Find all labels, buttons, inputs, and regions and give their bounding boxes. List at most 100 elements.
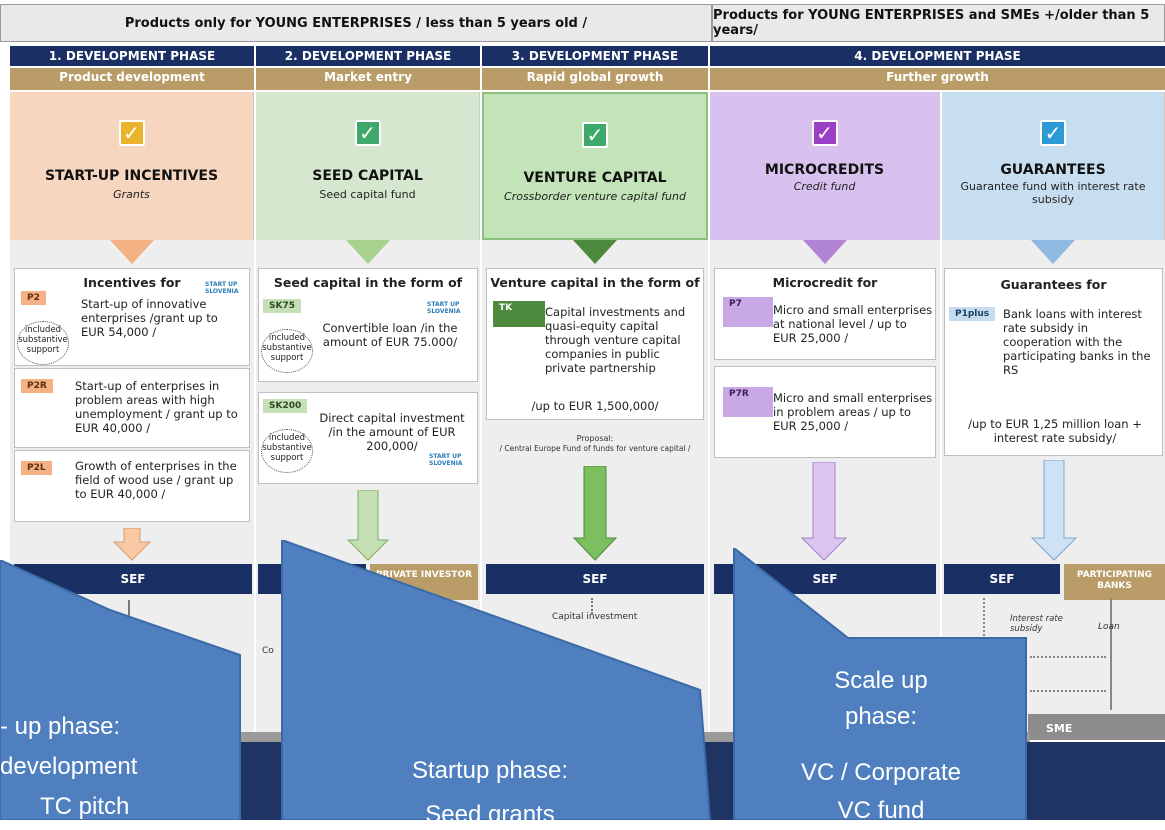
callout-right-line4: VC fund [837, 797, 925, 824]
checkbox-icon: ✓ [582, 122, 608, 148]
callout-left-line1: - up phase: [0, 713, 121, 740]
callout-right-line2: phase: [844, 703, 918, 730]
guarantees-box-p1plus: Guarantees for P1plus Bank loans with in… [944, 268, 1163, 456]
product-description: Growth of enterprises in the field of wo… [75, 459, 237, 501]
code-badge: SK75 [263, 299, 301, 313]
callout-middle-line2: Seed grants [425, 801, 555, 828]
product-description: Direct capital investment /in the amount… [319, 411, 465, 453]
interest-rate-label: Interest rate subsidy [1010, 614, 1063, 634]
callout-right-line3: VC / Corporate [800, 759, 962, 786]
sef-label: SEF [944, 564, 1060, 594]
startup-slovenia-logo: START UP SLOVENIA [429, 453, 463, 467]
substantive-support-badge: included substantive support [261, 329, 313, 373]
product-startup-incentives: ✓ START-UP INCENTIVES Grants [10, 92, 254, 240]
phase-2-sub: Market entry [256, 68, 480, 90]
callout-shape-middle [281, 540, 712, 820]
incentives-box-p2l: P2L Growth of enterprises in the field o… [14, 450, 250, 522]
checkbox-icon: ✓ [1040, 120, 1066, 146]
phase-2-label: 2. DEVELOPMENT PHASE [256, 46, 480, 66]
down-arrow-icon [1031, 240, 1075, 264]
seed-box-sk75: Seed capital in the form of START UP SLO… [258, 268, 478, 382]
product-description: Bank loans with interest rate subsidy in… [1003, 307, 1151, 377]
phase-4-label: 4. DEVELOPMENT PHASE [710, 46, 1165, 66]
down-arrow-icon [110, 240, 154, 264]
flow-line [591, 598, 593, 614]
checkbox-icon: ✓ [118, 120, 145, 146]
down-arrow-icon [572, 466, 618, 561]
flow-line [1030, 690, 1106, 692]
product-description: Start-up of innovative enterprises /gran… [81, 297, 218, 339]
code-badge: P2L [21, 461, 52, 475]
down-arrow-icon [800, 462, 848, 561]
product-venture-capital: ✓ VENTURE CAPITAL Crossborder venture ca… [482, 92, 708, 240]
callout-right-line1: Scale up [834, 667, 928, 694]
box-title: Incentives for [83, 275, 181, 290]
flow-line [1030, 656, 1106, 658]
venture-box-tk: Venture capital in the form of TK Capita… [486, 268, 704, 420]
product-subtitle: Seed capital fund [319, 188, 416, 201]
phase-1-label: 1. DEVELOPMENT PHASE [10, 46, 254, 66]
product-title: SEED CAPITAL [312, 168, 423, 184]
micro-box-p7r: P7R Micro and small enterprises in probl… [714, 366, 936, 458]
product-description: Micro and small enterprises in problem a… [773, 391, 933, 433]
incentives-box-p2: Incentives for START UP SLOVENIA P2 Star… [14, 268, 250, 366]
loan-label: Loan [1098, 622, 1120, 632]
code-badge: TK [493, 301, 545, 327]
incentives-box-p2r: P2R Start-up of enterprises in problem a… [14, 368, 250, 448]
callout-left-line3: TC pitch [40, 793, 130, 820]
proposal-text: / Central Europe Fund of funds for ventu… [499, 444, 691, 453]
startup-slovenia-logo: START UP SLOVENIA [205, 281, 239, 295]
code-badge: SK200 [263, 399, 308, 413]
micro-box-p7: Microcredit for P7 Micro and small enter… [714, 268, 936, 360]
product-description: Micro and small enterprises at national … [773, 303, 933, 345]
header-young-and-smes: Products for YOUNG ENTERPRISES and SMEs … [712, 4, 1165, 42]
header-young-enterprises: Products only for YOUNG ENTERPRISES / le… [0, 4, 712, 42]
product-title: GUARANTEES [1000, 162, 1106, 178]
startup-slovenia-logo: START UP SLOVENIA [427, 301, 461, 315]
checkbox-icon: ✓ [354, 120, 381, 146]
amount-label: /up to EUR 1,500,000/ [531, 399, 659, 413]
product-microcredits: ✓ MICROCREDITS Credit fund [710, 92, 940, 240]
code-badge: P7R [723, 387, 773, 417]
seed-box-sk200: SK200 Direct capital investment /in the … [258, 392, 478, 484]
product-subtitle: Credit fund [793, 180, 856, 193]
phase-3-sub: Rapid global growth [482, 68, 708, 90]
code-badge: P1plus [949, 307, 996, 321]
product-guarantees: ✓ GUARANTEES Guarantee fund with interes… [942, 92, 1165, 240]
down-arrow-icon [573, 240, 617, 264]
callout-shape-right [733, 548, 1027, 820]
checkbox-icon: ✓ [811, 120, 838, 146]
down-arrow-icon [346, 490, 390, 561]
product-subtitle: Grants [113, 188, 150, 201]
phase-1-sub: Product development [10, 68, 254, 90]
product-subtitle: Guarantee fund with interest rate subsid… [960, 180, 1146, 206]
down-arrow-icon [112, 528, 152, 561]
amount-label: /up to EUR 1,25 million loan + interest … [968, 417, 1142, 445]
product-title: MICROCREDITS [764, 162, 885, 178]
code-badge: P7 [723, 297, 773, 327]
down-arrow-icon [803, 240, 847, 264]
box-title: Seed capital in the form of [273, 275, 463, 290]
box-title: Guarantees for [1000, 277, 1107, 292]
product-description: Convertible loan /in the amount of EUR 7… [322, 321, 458, 349]
sef-label: SEF [486, 564, 704, 594]
sme-label: SME [1046, 722, 1073, 735]
sme-bar [1028, 714, 1165, 740]
product-seed-capital: ✓ SEED CAPITAL Seed capital fund [256, 92, 480, 240]
box-title: Venture capital in the form of [490, 275, 700, 290]
capital-investment-label: Capital investment [552, 612, 638, 622]
code-badge: P2 [21, 291, 46, 305]
callout-left-line2: development [0, 753, 138, 780]
product-description: Capital investments and quasi-equity cap… [545, 305, 686, 375]
flow-line [128, 600, 130, 630]
product-title: VENTURE CAPITAL [523, 170, 667, 186]
code-badge: P2R [21, 379, 53, 393]
down-arrow-icon [346, 240, 390, 264]
co-label: Co [262, 646, 274, 656]
box-title: Microcredit for [772, 275, 878, 290]
participating-banks-label: PARTICIPATING BANKS [1064, 564, 1165, 600]
proposal-label: Proposal: [576, 434, 614, 443]
phase-4-sub: Further growth [710, 68, 1165, 90]
product-title: START-UP INCENTIVES [44, 168, 219, 184]
phase-3-label: 3. DEVELOPMENT PHASE [482, 46, 708, 66]
